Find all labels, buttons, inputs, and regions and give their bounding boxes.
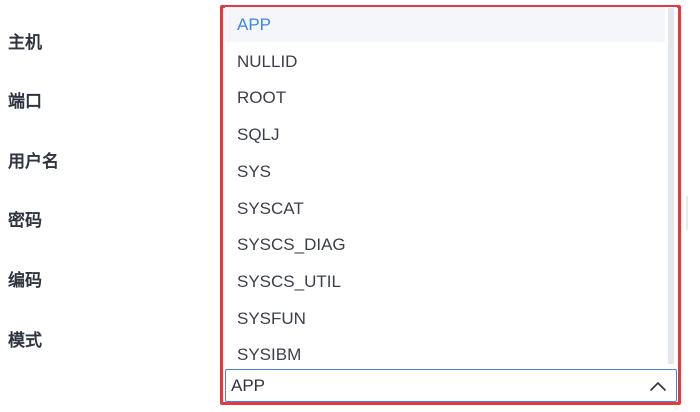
side-edge-scroll-indicator xyxy=(686,196,688,230)
dropdown-option-sysibm[interactable]: SYSIBM xyxy=(237,345,302,364)
chevron-up-icon[interactable] xyxy=(649,377,667,395)
dropdown-option-app[interactable]: APP xyxy=(225,7,665,42)
side-edge xyxy=(683,0,700,412)
dropdown-option-syscs-diag[interactable]: SYSCS_DIAG xyxy=(237,235,346,254)
dropdown-option-nullid[interactable]: NULLID xyxy=(237,52,298,71)
schema-select[interactable]: APP xyxy=(225,369,677,402)
label-schema: 模式 xyxy=(8,331,42,350)
dropdown-option-syscs-util[interactable]: SYSCS_UTIL xyxy=(237,272,341,291)
schema-select-value: APP xyxy=(231,376,266,395)
label-encoding: 编码 xyxy=(8,271,42,290)
dropdown-scrollbar-thumb[interactable] xyxy=(668,8,674,364)
label-username: 用户名 xyxy=(8,152,59,171)
dropdown-option-sysfun[interactable]: SYSFUN xyxy=(237,309,306,328)
label-port: 端口 xyxy=(8,92,42,111)
dropdown-option-root[interactable]: ROOT xyxy=(237,88,287,107)
dropdown-option-syscat[interactable]: SYSCAT xyxy=(237,199,304,218)
label-password: 密码 xyxy=(8,211,42,230)
dropdown-option-sqlj[interactable]: SQLJ xyxy=(237,125,280,144)
label-host: 主机 xyxy=(8,33,42,52)
dropdown-option-sys[interactable]: SYS xyxy=(237,162,272,181)
schema-dropdown-list[interactable]: APP NULLID ROOT SQLJ SYS SYSCAT SYSCS_DI… xyxy=(225,7,677,365)
